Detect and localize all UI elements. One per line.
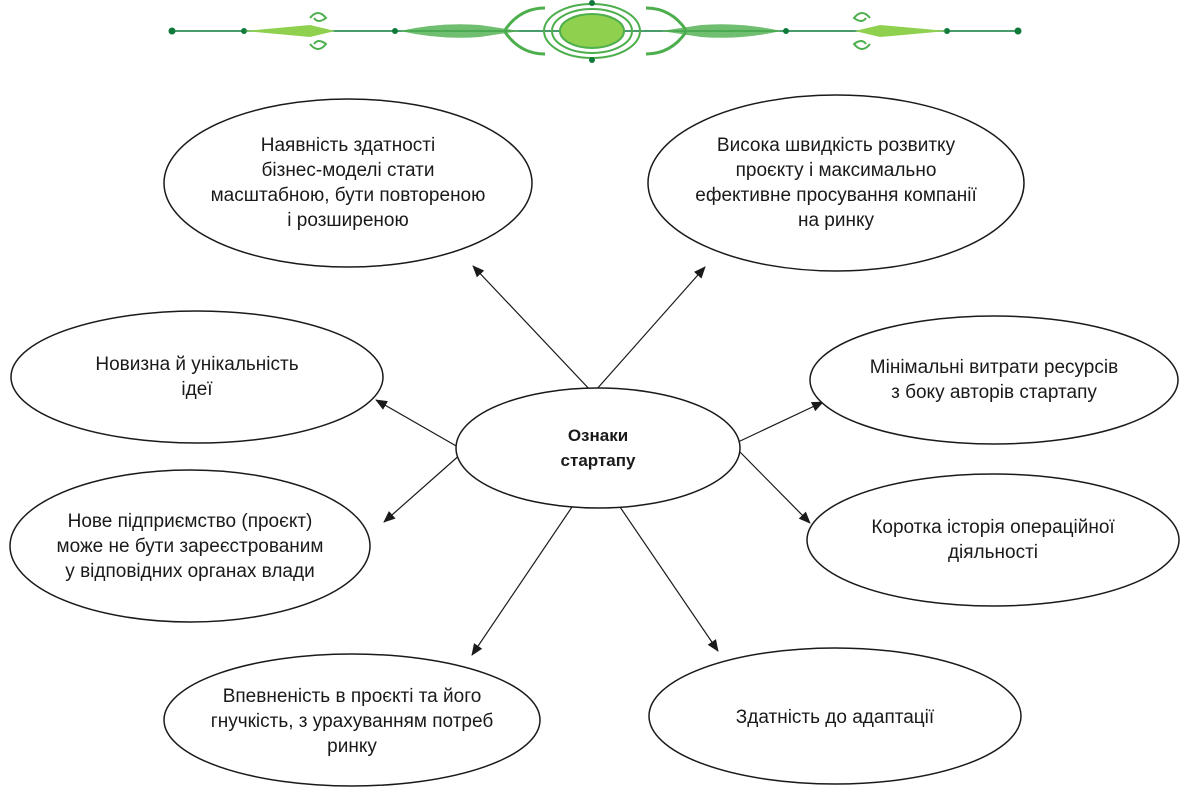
arrow-to-min-costs <box>737 401 824 443</box>
arrow-to-short-history <box>739 451 811 524</box>
node-label-speed: Висока швидкість розвитку проєкту і макс… <box>695 135 977 231</box>
ornament-arc <box>645 31 688 56</box>
ornament-swirl <box>309 12 328 22</box>
ornament-dot-bottom <box>589 57 595 63</box>
ornament-wing-right <box>661 24 781 38</box>
connector-arrows <box>375 265 824 656</box>
node-label-confidence: Впевненість в проєкті та його гнучкість,… <box>210 685 494 757</box>
node-ellipse-scalability <box>163 98 533 268</box>
ornament-swirl <box>309 40 328 50</box>
ornament-swirl <box>852 40 871 50</box>
node-ellipse-adaptation <box>648 647 1022 785</box>
ornament-dot <box>783 28 789 34</box>
arrow-to-unregistered <box>383 452 463 523</box>
arrow-to-scalability <box>472 265 593 393</box>
ornament-swirl <box>852 12 871 22</box>
ornament-dot-right <box>1014 27 1022 35</box>
ornament-dot <box>392 28 398 34</box>
node-label-scalability: Наявність здатності бізнес-моделі стати … <box>210 135 486 231</box>
ornament-arc <box>503 6 546 31</box>
arrow-to-adaptation <box>619 506 719 652</box>
node-label-adaptation: Здатність до адаптації <box>735 706 935 728</box>
ornament-ring-inner <box>551 8 633 54</box>
node-label-min-costs: Мінімальні витрати ресурсів з боку автор… <box>869 357 1119 403</box>
ornament-dot-top <box>589 0 595 6</box>
arrow-to-novelty <box>375 399 459 448</box>
center-ellipse <box>455 387 741 509</box>
node-label-unregistered: Нове підприємство (проєкт) може не бути … <box>56 510 324 582</box>
node-ellipse-unregistered <box>9 469 371 623</box>
ornament-arc <box>503 31 546 56</box>
ornament-arc <box>645 6 688 31</box>
arrow-to-confidence <box>471 506 573 656</box>
node-ellipse-speed <box>647 94 1025 272</box>
decorative-ornament <box>168 0 1022 63</box>
ornament-center-gem <box>559 13 625 49</box>
ornament-wing-left <box>400 24 520 38</box>
node-ellipse-novelty <box>10 310 384 444</box>
ornament-leaf-right <box>855 25 947 37</box>
node-ellipse-min-costs <box>809 315 1179 445</box>
ornament-leaf-left <box>244 25 335 37</box>
ornament-dot-left <box>168 27 176 35</box>
node-label-short-history: Коротка історія операційної діяльності <box>871 517 1115 563</box>
node-ellipse-short-history <box>806 473 1180 607</box>
node-label-novelty: Новизна й унікальність ідеї <box>95 354 299 400</box>
arrow-to-speed <box>595 266 706 391</box>
node-ellipse-confidence <box>163 653 541 787</box>
center-label: Ознаки стартапу <box>560 426 636 470</box>
node-shapes <box>9 94 1180 787</box>
